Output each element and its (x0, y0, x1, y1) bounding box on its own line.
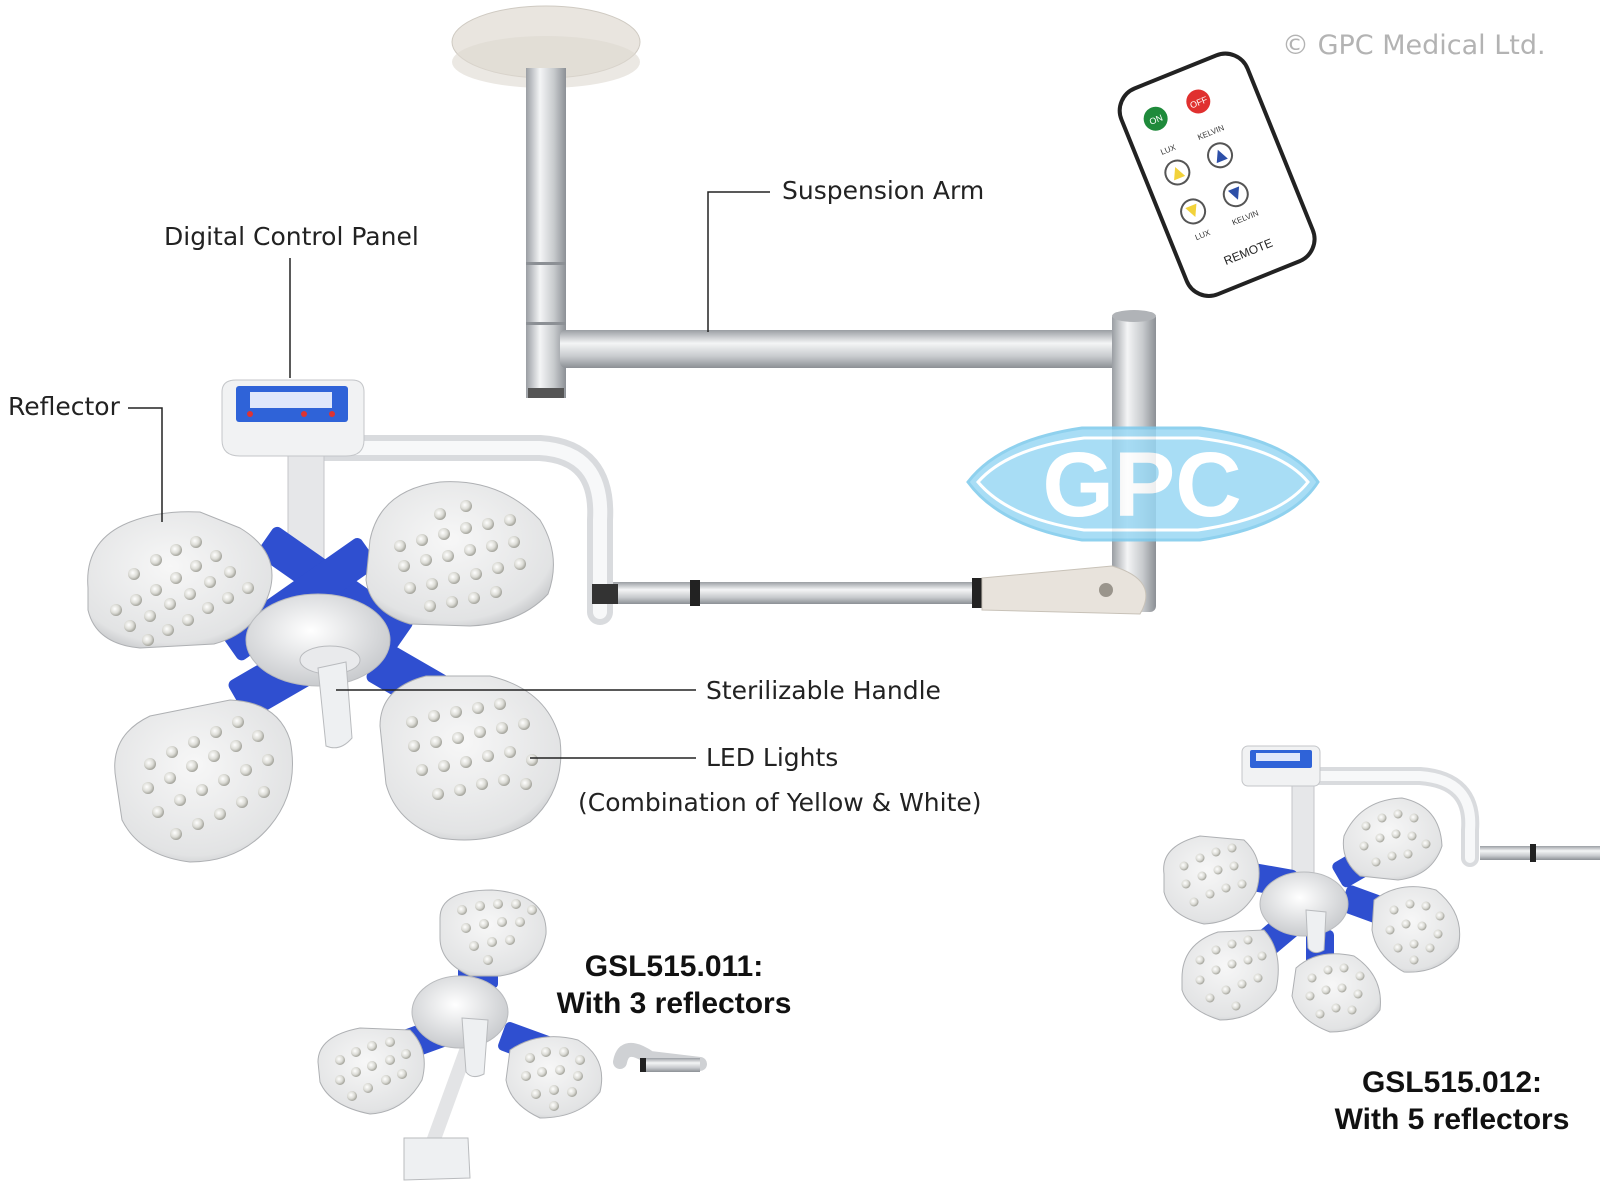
callout-led-lights-note: (Combination of Yellow & White) (578, 788, 982, 817)
model-label-5: GSL515.012: With 5 reflectors (1322, 1064, 1582, 1138)
callout-led-lights: LED Lights (706, 743, 839, 772)
spring-arm (610, 565, 1147, 615)
model-label-3: GSL515.011: With 3 reflectors (548, 948, 800, 1022)
callout-suspension-arm: Suspension Arm (782, 176, 985, 205)
callout-reflector: Reflector (8, 392, 120, 421)
reflector-head-5 (1163, 745, 1600, 1033)
yoke-arm (287, 435, 618, 625)
reflector-head-4 (87, 481, 562, 863)
watermark-text: GPC (1042, 434, 1241, 536)
model-code: GSL515.011: (584, 950, 764, 983)
model-description: With 5 reflectors (1334, 1103, 1570, 1136)
model-description: With 3 reflectors (556, 987, 792, 1020)
ceiling-mount (451, 5, 641, 88)
model-code: GSL515.012: (1361, 1066, 1543, 1099)
reflector-head-3 (317, 889, 707, 1181)
copyright-notice: © GPC Medical Ltd. (1282, 30, 1546, 61)
reflector-petal (365, 481, 554, 627)
callout-digital-control-panel: Digital Control Panel (164, 222, 419, 251)
off-button (1186, 89, 1211, 114)
svg-text:ON: ON (1148, 112, 1164, 126)
gpc-watermark: GPC (966, 426, 1320, 542)
callout-sterilizable-handle: Sterilizable Handle (706, 676, 941, 705)
on-button (1143, 106, 1168, 131)
remote-control: ON OFF LUX KELVIN LUX KELVIN REMOTE (1117, 51, 1317, 298)
leader-lines (128, 191, 770, 759)
reflector-petal (114, 699, 293, 863)
suspension-tube (526, 68, 566, 398)
